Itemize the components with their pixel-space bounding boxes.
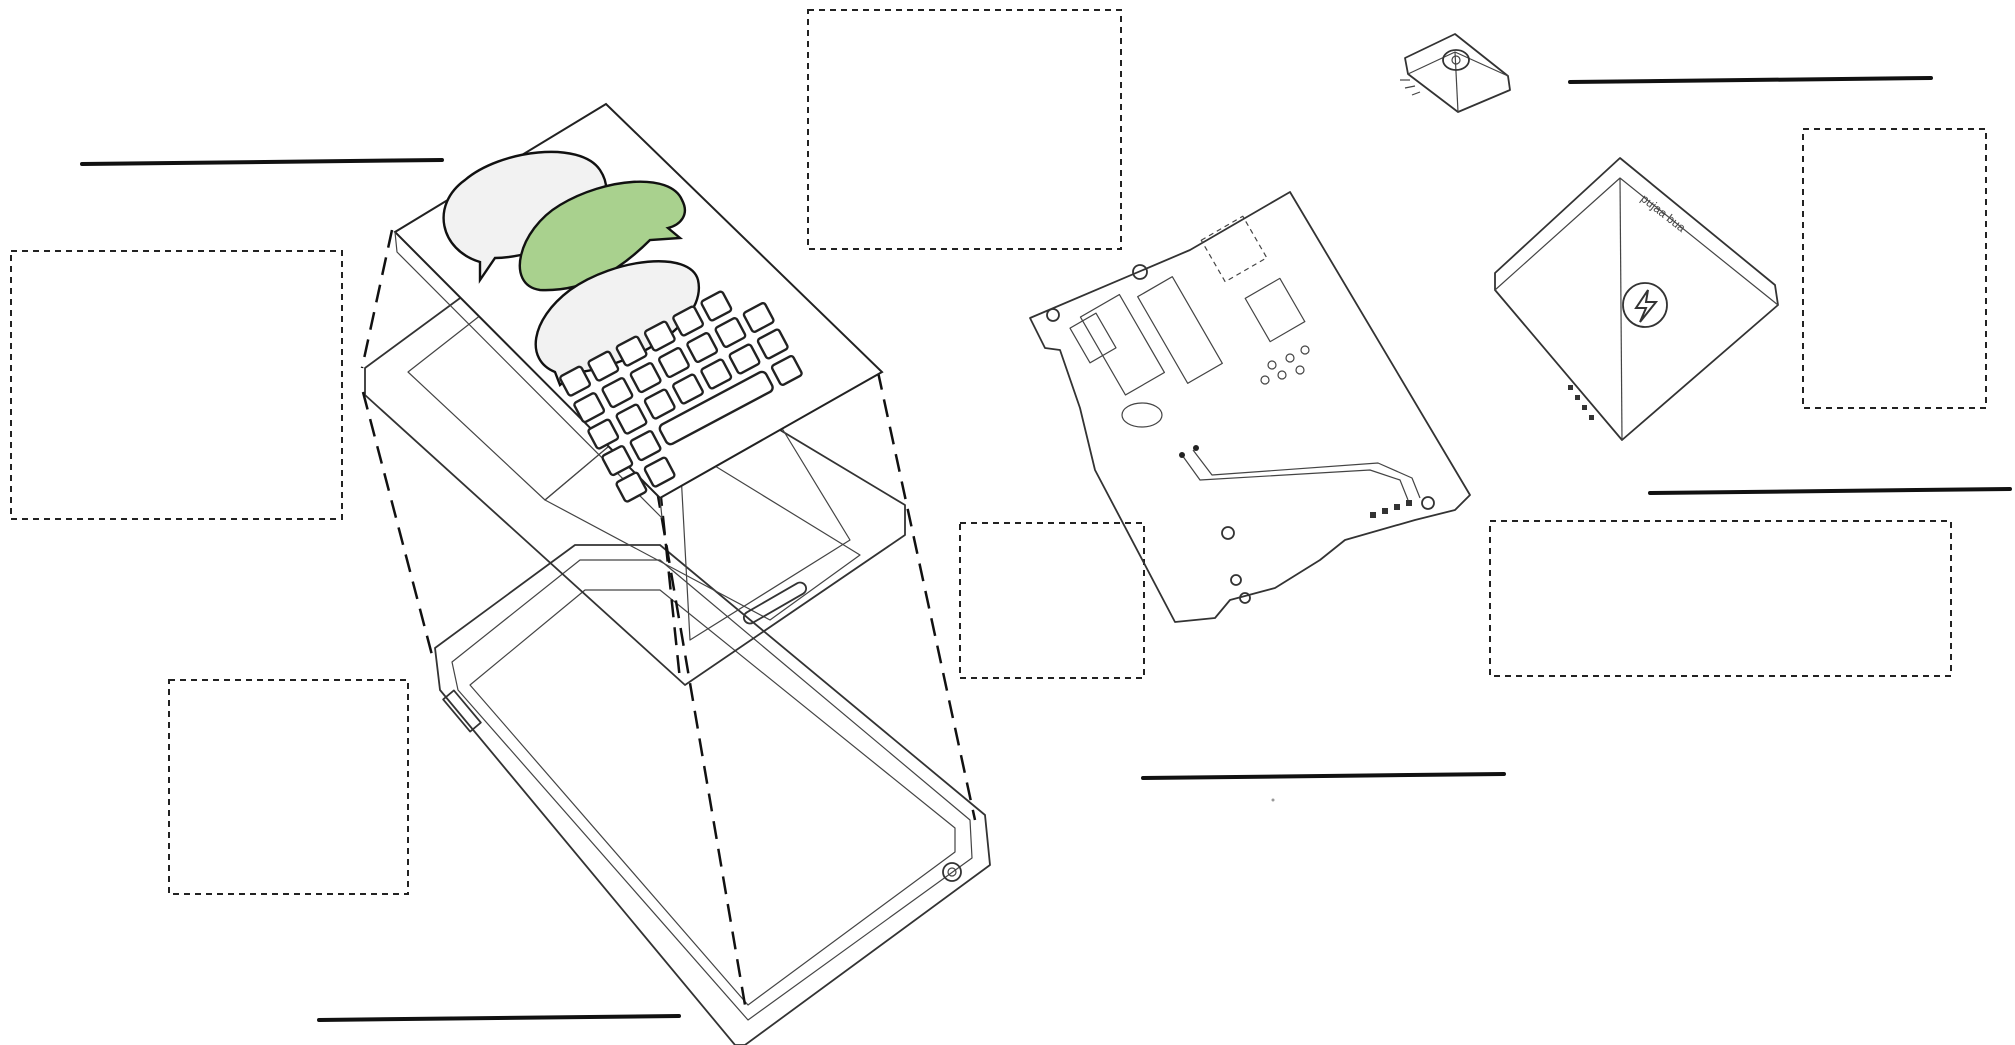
speck — [1272, 799, 1275, 802]
label-line-case — [319, 1016, 679, 1020]
sensor-module — [1400, 34, 1510, 112]
battery-brand-text: pujaa bua — [1638, 191, 1688, 235]
label-line-battery — [1650, 489, 2010, 493]
label-box-far-right — [1803, 129, 1986, 408]
battery: pujaa bua — [1495, 158, 1778, 440]
label-box-top-center — [808, 10, 1121, 249]
label-line-board — [1143, 774, 1504, 778]
label-line-screen — [82, 160, 442, 164]
label-box-left-bottom — [169, 680, 408, 894]
label-box-center — [960, 523, 1144, 678]
circuit-board — [1030, 192, 1470, 622]
label-box-left-top — [11, 251, 342, 519]
lightning-icon — [1623, 283, 1667, 327]
label-box-right-wide — [1490, 521, 1951, 676]
case — [435, 545, 990, 1045]
label-line-sensor — [1570, 78, 1931, 82]
